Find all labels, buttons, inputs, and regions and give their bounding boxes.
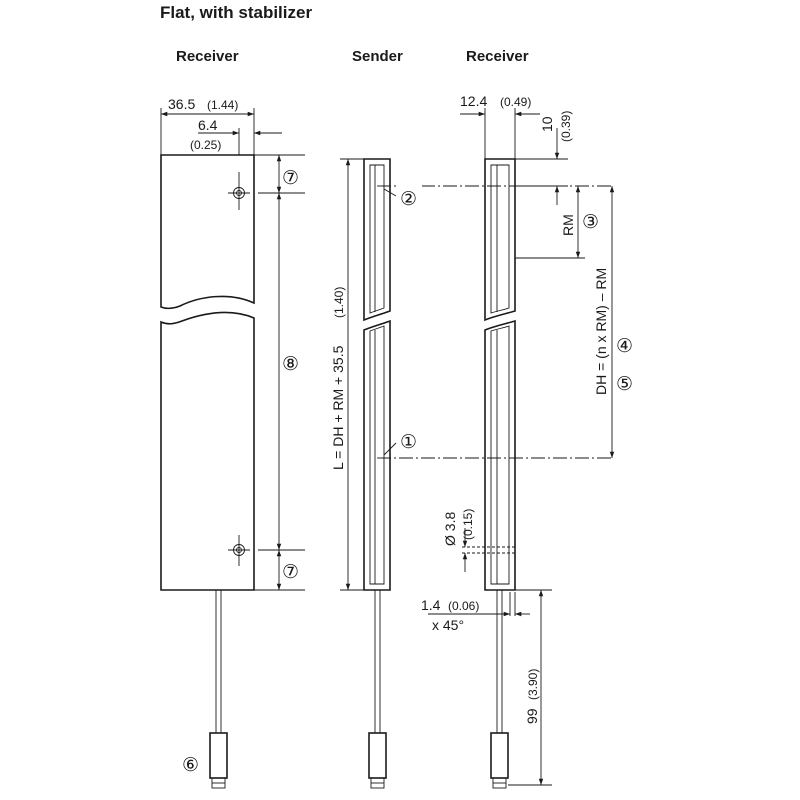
dim-width-12-4-inch: (0.49) [500, 95, 531, 109]
dim-chamfer-angle: x 45° [432, 617, 464, 633]
receiver-view: 12.4 (0.49) 10 (0.39) RM ③ DH = (n x RM)… [421, 93, 633, 789]
view-header-middle: Sender [352, 48, 403, 65]
dim-rm-label: RM [560, 214, 576, 236]
receiver-stabilizer-view: 36.5 (1.44) 6.4 (0.25) ⑦ ⑧ ⑦ ⑥ [160, 96, 305, 789]
dim-top-gap-inch: (0.39) [559, 111, 573, 142]
stabilizer-lower-section [160, 311, 255, 591]
callout-7-top: ⑦ [282, 167, 299, 189]
stabilizer-upper-section [160, 154, 255, 310]
callout-3: ③ [582, 211, 599, 233]
callout-2: ② [400, 188, 417, 210]
callout-6: ⑥ [182, 754, 199, 776]
dim-offset-6-4-inch: (0.25) [190, 138, 221, 152]
callout-5: ⑤ [616, 373, 633, 395]
dim-hole-diameter-inch: (0.15) [461, 509, 475, 540]
sender-upper-section [363, 158, 391, 322]
cable-middle [368, 590, 387, 789]
dim-chain-holes: ⑦ ⑧ ⑦ [254, 154, 305, 591]
dim-cable-length-value: 99 [524, 708, 540, 724]
callout-8: ⑧ [282, 353, 299, 375]
dim-offset-6-4-value: 6.4 [198, 117, 218, 133]
dim-dh-formula: DH = (n x RM) – RM [593, 268, 609, 395]
dim-width-36-5-inch: (1.44) [207, 98, 238, 112]
receiver-lower-section [484, 319, 516, 591]
mounting-hole-top [228, 172, 250, 210]
dim-hole-diameter-value: Ø 3.8 [442, 512, 458, 546]
dim-length-inch: (1.40) [332, 287, 346, 318]
receiver-upper-section [484, 158, 516, 322]
dim-chamfer-inch: (0.06) [448, 599, 479, 613]
dim-length-formula: L = DH + RM + 35.5 [330, 345, 346, 470]
view-header-right: Receiver [466, 48, 529, 65]
dim-cable-length: 99 (3.90) [508, 589, 552, 786]
mounting-hole-bottom [228, 535, 250, 566]
dim-chamfer: 1.4 (0.06) x 45° [421, 592, 530, 633]
sender-lower-section [363, 319, 391, 591]
drawing-title: Flat, with stabilizer [160, 3, 312, 22]
dim-dh: DH = (n x RM) – RM ④ ⑤ [593, 186, 633, 458]
sender-view: L = DH + RM + 35.5 (1.40) ② ① [330, 158, 612, 789]
dim-width-12-4: 12.4 (0.49) [460, 93, 540, 159]
dim-top-gap-10: 10 (0.39) [515, 111, 573, 205]
dim-cable-length-inch: (3.90) [526, 669, 540, 700]
dim-width-36-5: 36.5 (1.44) [160, 96, 255, 155]
dim-length-L: L = DH + RM + 35.5 (1.40) [330, 158, 364, 591]
callout-4: ④ [616, 335, 633, 357]
dim-rm: RM ③ [515, 186, 599, 259]
cable-right [490, 590, 509, 789]
callout-7-bottom: ⑦ [282, 561, 299, 583]
view-header-left: Receiver [176, 48, 239, 65]
dim-hole-diameter: Ø 3.8 (0.15) [442, 509, 515, 572]
dim-width-12-4-value: 12.4 [460, 93, 487, 109]
cable-left [209, 590, 228, 789]
callout-1: ① [400, 431, 417, 453]
dim-chamfer-value: 1.4 [421, 597, 441, 613]
dim-offset-6-4: 6.4 (0.25) [190, 117, 282, 155]
dim-width-36-5-value: 36.5 [168, 96, 195, 112]
dim-top-gap-value: 10 [539, 116, 555, 132]
